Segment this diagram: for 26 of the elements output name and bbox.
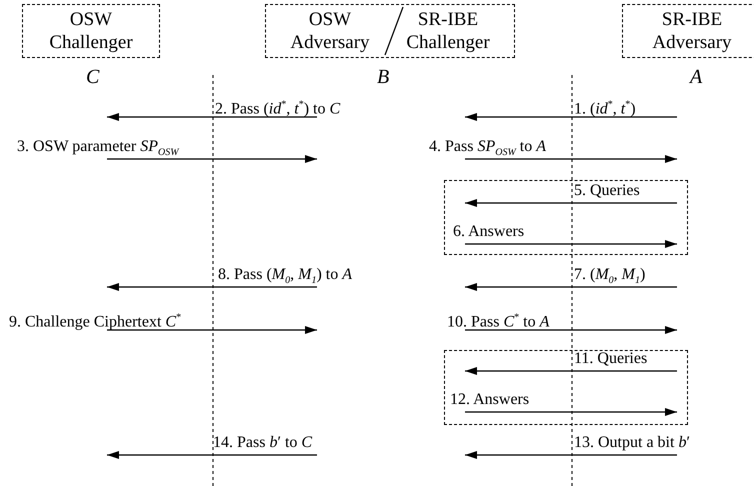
message-label: 11. Queries xyxy=(574,350,648,368)
group-frame xyxy=(444,350,688,425)
participant-name: OSW Challenger xyxy=(48,8,134,54)
message-label: 10. Pass C$^{*}$ to A xyxy=(447,311,550,332)
message-label: 7. (M$_{0}$, M$_{1}$) xyxy=(574,266,646,288)
message-label: 1. (id$^{*}$, t$^{*}$) xyxy=(574,98,636,118)
message-label: 6. Answers xyxy=(453,223,524,241)
message-label: 14. Pass b′ to C xyxy=(213,434,312,452)
party-symbol: C xyxy=(86,66,100,89)
participant-box xyxy=(265,4,515,58)
message-label: 8. Pass (M$_{0}$, M$_{1}$) to A xyxy=(218,266,352,288)
message-label: 4. Pass SP$_{OSW}$ to A xyxy=(429,138,546,160)
party-symbol: A xyxy=(690,66,702,89)
message-label: 12. Answers xyxy=(450,391,530,409)
message-label: 9. Challenge Ciphertext C$^{*}$ xyxy=(9,311,182,332)
participant-name: OSW Adversary xyxy=(289,8,371,54)
party-symbol: B xyxy=(377,66,390,89)
message-label: 3. OSW parameter SP$_{OSW}$ xyxy=(17,138,179,160)
participant-box xyxy=(622,4,754,58)
message-label: 13. Output a bit b′ xyxy=(574,434,690,452)
participant-name: SR-IBE Adversary xyxy=(651,8,733,54)
participant-box xyxy=(22,4,160,58)
group-frame xyxy=(444,180,688,255)
message-label: 2. Pass (id$^{*}$, t$^{*}$) to C xyxy=(215,98,340,118)
message-label: 5. Queries xyxy=(574,182,640,200)
participant-name: SR-IBE Challenger xyxy=(405,8,491,54)
